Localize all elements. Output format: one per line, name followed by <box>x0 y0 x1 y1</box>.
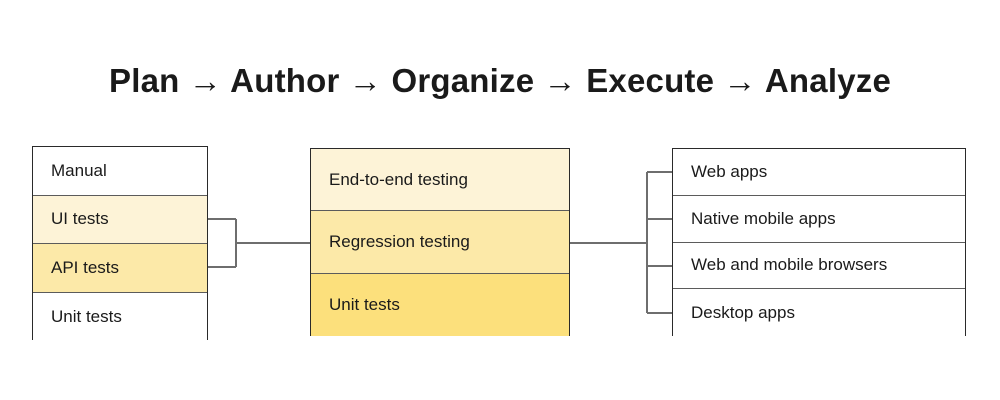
list-item[interactable]: End-to-end testing <box>311 149 569 212</box>
list-item[interactable]: Unit tests <box>311 273 569 336</box>
row-label: Unit tests <box>329 294 400 314</box>
list-item[interactable]: UI tests <box>33 195 207 244</box>
row-label: End-to-end testing <box>329 169 468 189</box>
list-item[interactable]: API tests <box>33 244 207 293</box>
list-item[interactable]: Unit tests <box>33 292 207 341</box>
row-label: Web apps <box>691 161 768 181</box>
right-column-target-platforms: Web apps Native mobile apps Web and mobi… <box>672 148 966 336</box>
list-item[interactable]: Native mobile apps <box>673 195 965 243</box>
list-item[interactable]: Desktop apps <box>673 289 965 336</box>
list-item[interactable]: Regression testing <box>311 211 569 274</box>
middle-column-test-levels: End-to-end testing Regression testing Un… <box>310 148 570 336</box>
row-label: API tests <box>51 257 120 277</box>
row-label: Native mobile apps <box>691 208 836 228</box>
row-label: Unit tests <box>51 306 122 326</box>
list-item[interactable]: Manual <box>33 147 207 196</box>
left-bracket-connector <box>208 218 310 268</box>
row-label: Regression testing <box>329 231 470 251</box>
row-label: Desktop apps <box>691 302 795 322</box>
page-title: Plan → Author → Organize → Execute → Ana… <box>108 62 891 99</box>
list-item[interactable]: Web and mobile browsers <box>673 242 965 290</box>
row-label: Manual <box>51 160 107 180</box>
left-column-test-types: Manual UI tests API tests Unit tests <box>32 146 208 341</box>
right-bracket-connector <box>570 171 672 314</box>
list-item[interactable]: Web apps <box>673 149 965 196</box>
row-label: UI tests <box>51 209 109 229</box>
row-label: Web and mobile browsers <box>691 255 888 275</box>
